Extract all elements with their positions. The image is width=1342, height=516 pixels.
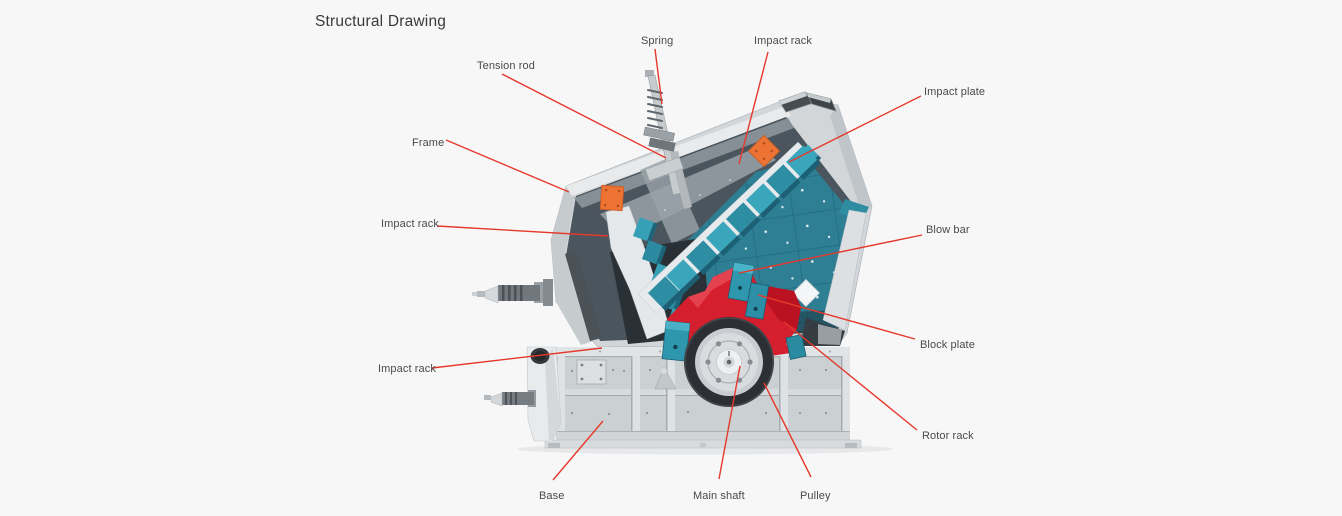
leader-line-tension-rod <box>501 73 667 159</box>
base-access-plate <box>576 359 607 385</box>
tension-rod-assembly <box>643 70 692 209</box>
label-pulley: Pulley <box>800 490 831 502</box>
label-tension-rod: Tension rod <box>477 60 535 72</box>
leader-line-pulley <box>763 382 812 478</box>
pulley-bolts <box>705 341 753 383</box>
blow-bar-holder <box>744 282 770 320</box>
leader-line-rotor-rack <box>783 321 918 431</box>
label-blow-bar: Blow bar <box>926 224 970 236</box>
machine-illustration <box>472 70 873 449</box>
right-beam <box>800 199 869 346</box>
label-impact-rack-middle: Impact rack <box>381 218 439 230</box>
impact-rack-right <box>637 141 822 314</box>
label-frame: Frame <box>412 137 445 149</box>
left-funnel <box>526 346 562 442</box>
leader-line-impact-rack-middle <box>436 225 609 237</box>
page-title: Structural Drawing <box>315 13 447 30</box>
label-impact-rack-top: Impact rack <box>754 35 812 47</box>
label-block-plate: Block plate <box>920 339 975 351</box>
side-cylinder-upper <box>472 279 553 306</box>
label-base: Base <box>539 490 565 502</box>
label-impact-rack-bottom: Impact rack <box>378 363 436 375</box>
leader-line-main-shaft <box>718 365 741 480</box>
blow-bar-right <box>785 334 807 360</box>
leader-line-block-plate <box>757 294 916 340</box>
white-diamond-plate <box>791 278 821 308</box>
spring-coils <box>647 89 663 136</box>
label-main-shaft: Main shaft <box>693 490 745 502</box>
leader-line-base <box>552 420 604 481</box>
wear-plate-square <box>599 184 625 212</box>
leader-line-impact-plate <box>788 95 922 163</box>
leader-line-impact-rack-top <box>738 51 769 165</box>
blow-bar-left <box>661 320 691 362</box>
side-cylinder-lower <box>484 390 536 407</box>
pulley-wheel <box>684 317 774 407</box>
leader-line-impact-rack-bottom <box>431 347 603 369</box>
leader-lines <box>431 48 923 481</box>
leader-line-spring <box>654 48 663 105</box>
label-rotor-rack: Rotor rack <box>922 430 974 442</box>
wear-plate-diamond <box>747 134 781 168</box>
feed-opening <box>778 91 837 113</box>
label-spring: Spring <box>641 35 674 47</box>
label-impact-plate: Impact plate <box>924 86 986 98</box>
leader-line-frame <box>445 139 570 193</box>
base-rivets <box>570 368 828 416</box>
leader-line-blow-bar <box>738 234 923 274</box>
